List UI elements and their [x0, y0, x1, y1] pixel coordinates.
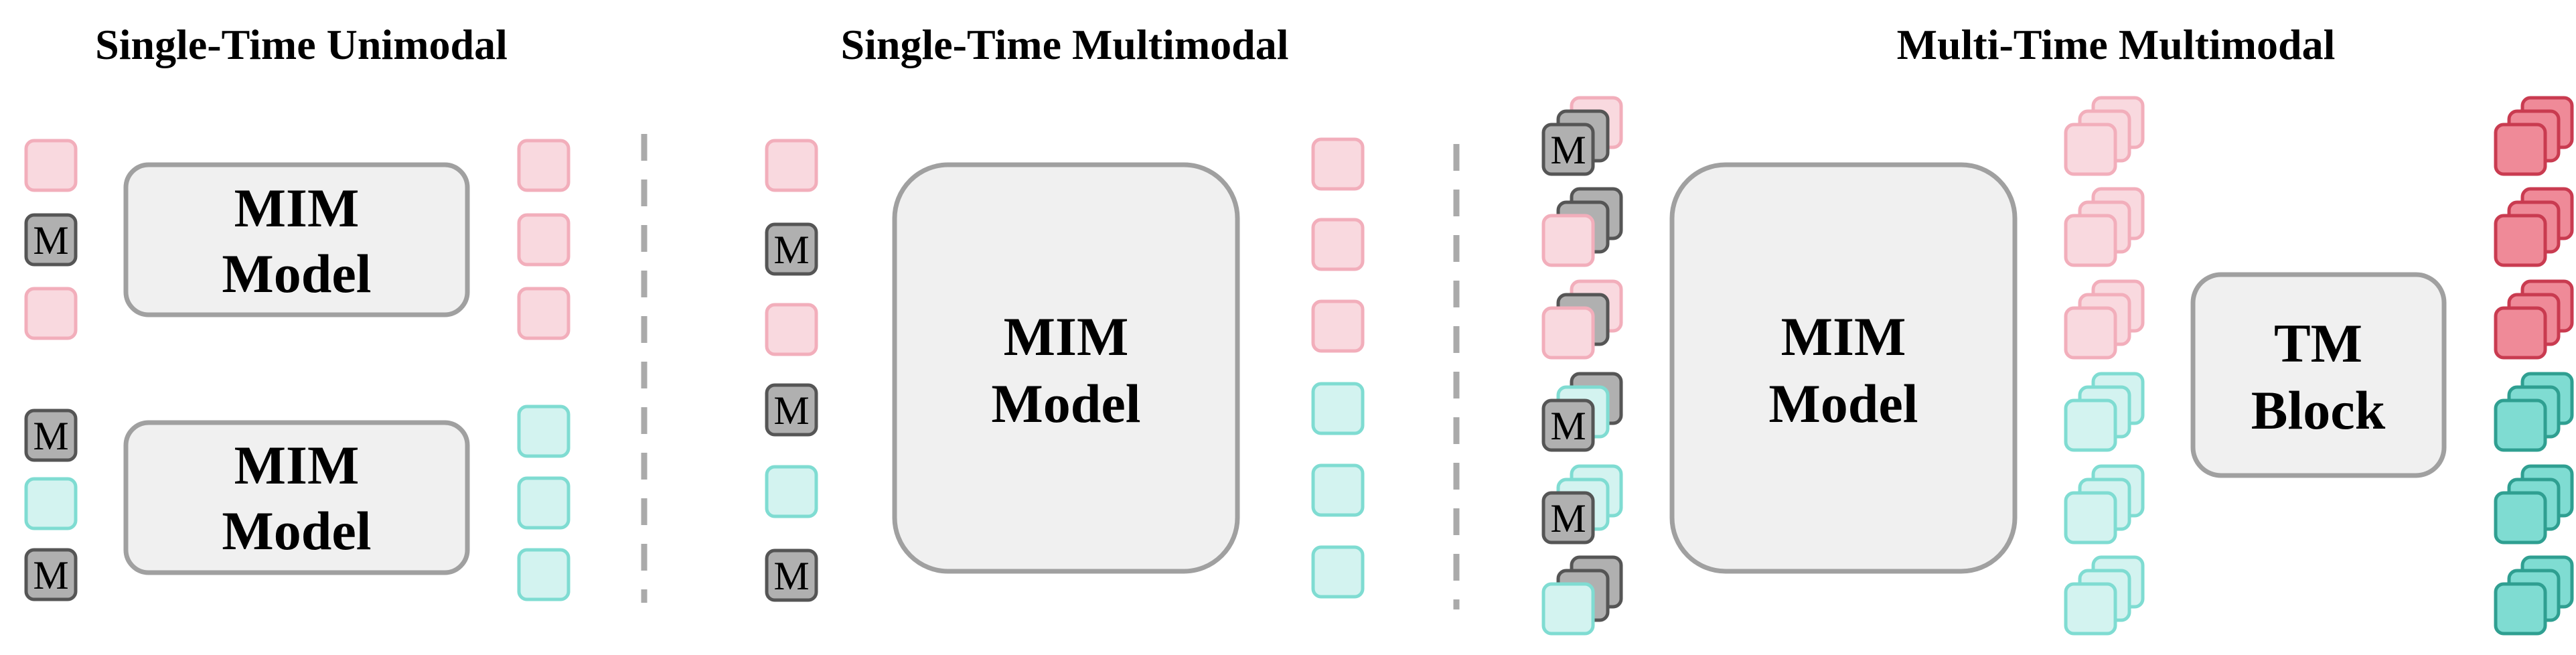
cyan-output-token	[517, 476, 571, 530]
token-stack	[1541, 187, 1623, 267]
pink-token	[24, 139, 78, 192]
mim-model-box-multitime	[1669, 162, 2018, 574]
title-single-time-unimodal: Single-Time Unimodal	[95, 21, 508, 68]
teal-final-stack	[2494, 464, 2574, 544]
pink-output-stack	[2064, 96, 2145, 176]
token-stack	[1541, 279, 1623, 360]
svg-text:M: M	[773, 554, 809, 598]
mim-model-box-sar	[123, 420, 470, 575]
svg-text:M: M	[1550, 404, 1586, 448]
pink-token	[24, 287, 78, 340]
mask-token: M	[765, 383, 818, 437]
mim-model-box-joint	[892, 162, 1240, 574]
tm-label-line1: TM	[2274, 313, 2362, 374]
svg-text:M: M	[33, 218, 68, 263]
mask-token: M	[765, 222, 818, 276]
pink-output-token	[517, 213, 571, 267]
mim-label-line2: Model	[222, 500, 371, 561]
red-final-stack	[2494, 187, 2574, 267]
mim-label-line2: Model	[222, 243, 371, 304]
cyan-output-token	[1311, 463, 1365, 517]
mask-token: M	[24, 409, 78, 462]
teal-final-stack	[2494, 372, 2574, 452]
pink-output-stack	[2064, 279, 2145, 360]
mim-label-line1: MIM	[1004, 306, 1129, 367]
cyan-output-token	[1311, 382, 1365, 435]
mim-label-line1: MIM	[234, 435, 360, 496]
mim-label-line2: Model	[991, 373, 1140, 434]
svg-text:M: M	[33, 553, 68, 597]
svg-text:M: M	[1550, 128, 1586, 172]
cyan-output-token	[1311, 545, 1365, 599]
token-stack	[1541, 555, 1623, 636]
red-final-stack	[2494, 96, 2574, 176]
cyan-token	[765, 465, 818, 518]
mim-label-line1: MIM	[1781, 306, 1906, 367]
svg-text:M: M	[773, 388, 809, 433]
token-stack: M	[1541, 464, 1623, 544]
svg-text:M: M	[773, 228, 809, 272]
pink-token	[765, 139, 818, 192]
cyan-output-stack	[2064, 372, 2145, 452]
pink-output-token	[1311, 299, 1365, 353]
cyan-token	[24, 477, 78, 530]
token-stack: M	[1541, 372, 1623, 452]
mim-label-line1: MIM	[234, 177, 360, 238]
tm-block-box	[2190, 272, 2447, 478]
pink-token	[765, 303, 818, 356]
tm-label-line2: Block	[2251, 380, 2386, 441]
pink-output-token	[517, 139, 571, 192]
teal-final-stack	[2494, 555, 2574, 636]
red-final-stack	[2494, 279, 2574, 360]
svg-text:M: M	[33, 414, 68, 458]
pink-output-stack	[2064, 187, 2145, 267]
title-multi-time-multimodal: Multi-Time Multimodal	[1897, 21, 2336, 68]
mask-token: M	[24, 548, 78, 601]
cyan-output-stack	[2064, 555, 2145, 636]
title-single-time-multimodal: Single-Time Multimodal	[840, 21, 1288, 68]
token-stack: M	[1541, 96, 1623, 176]
mask-token: M	[765, 549, 818, 602]
mim-label-line2: Model	[1768, 373, 1918, 434]
mim-model-box-optical	[123, 162, 470, 317]
pink-output-token	[1311, 137, 1365, 191]
cyan-output-stack	[2064, 464, 2145, 544]
mask-token: M	[24, 213, 78, 267]
pink-output-token	[517, 287, 571, 340]
pink-output-token	[1311, 218, 1365, 271]
svg-text:M: M	[1550, 496, 1586, 540]
cyan-output-token	[517, 405, 571, 458]
cyan-output-token	[517, 548, 571, 601]
